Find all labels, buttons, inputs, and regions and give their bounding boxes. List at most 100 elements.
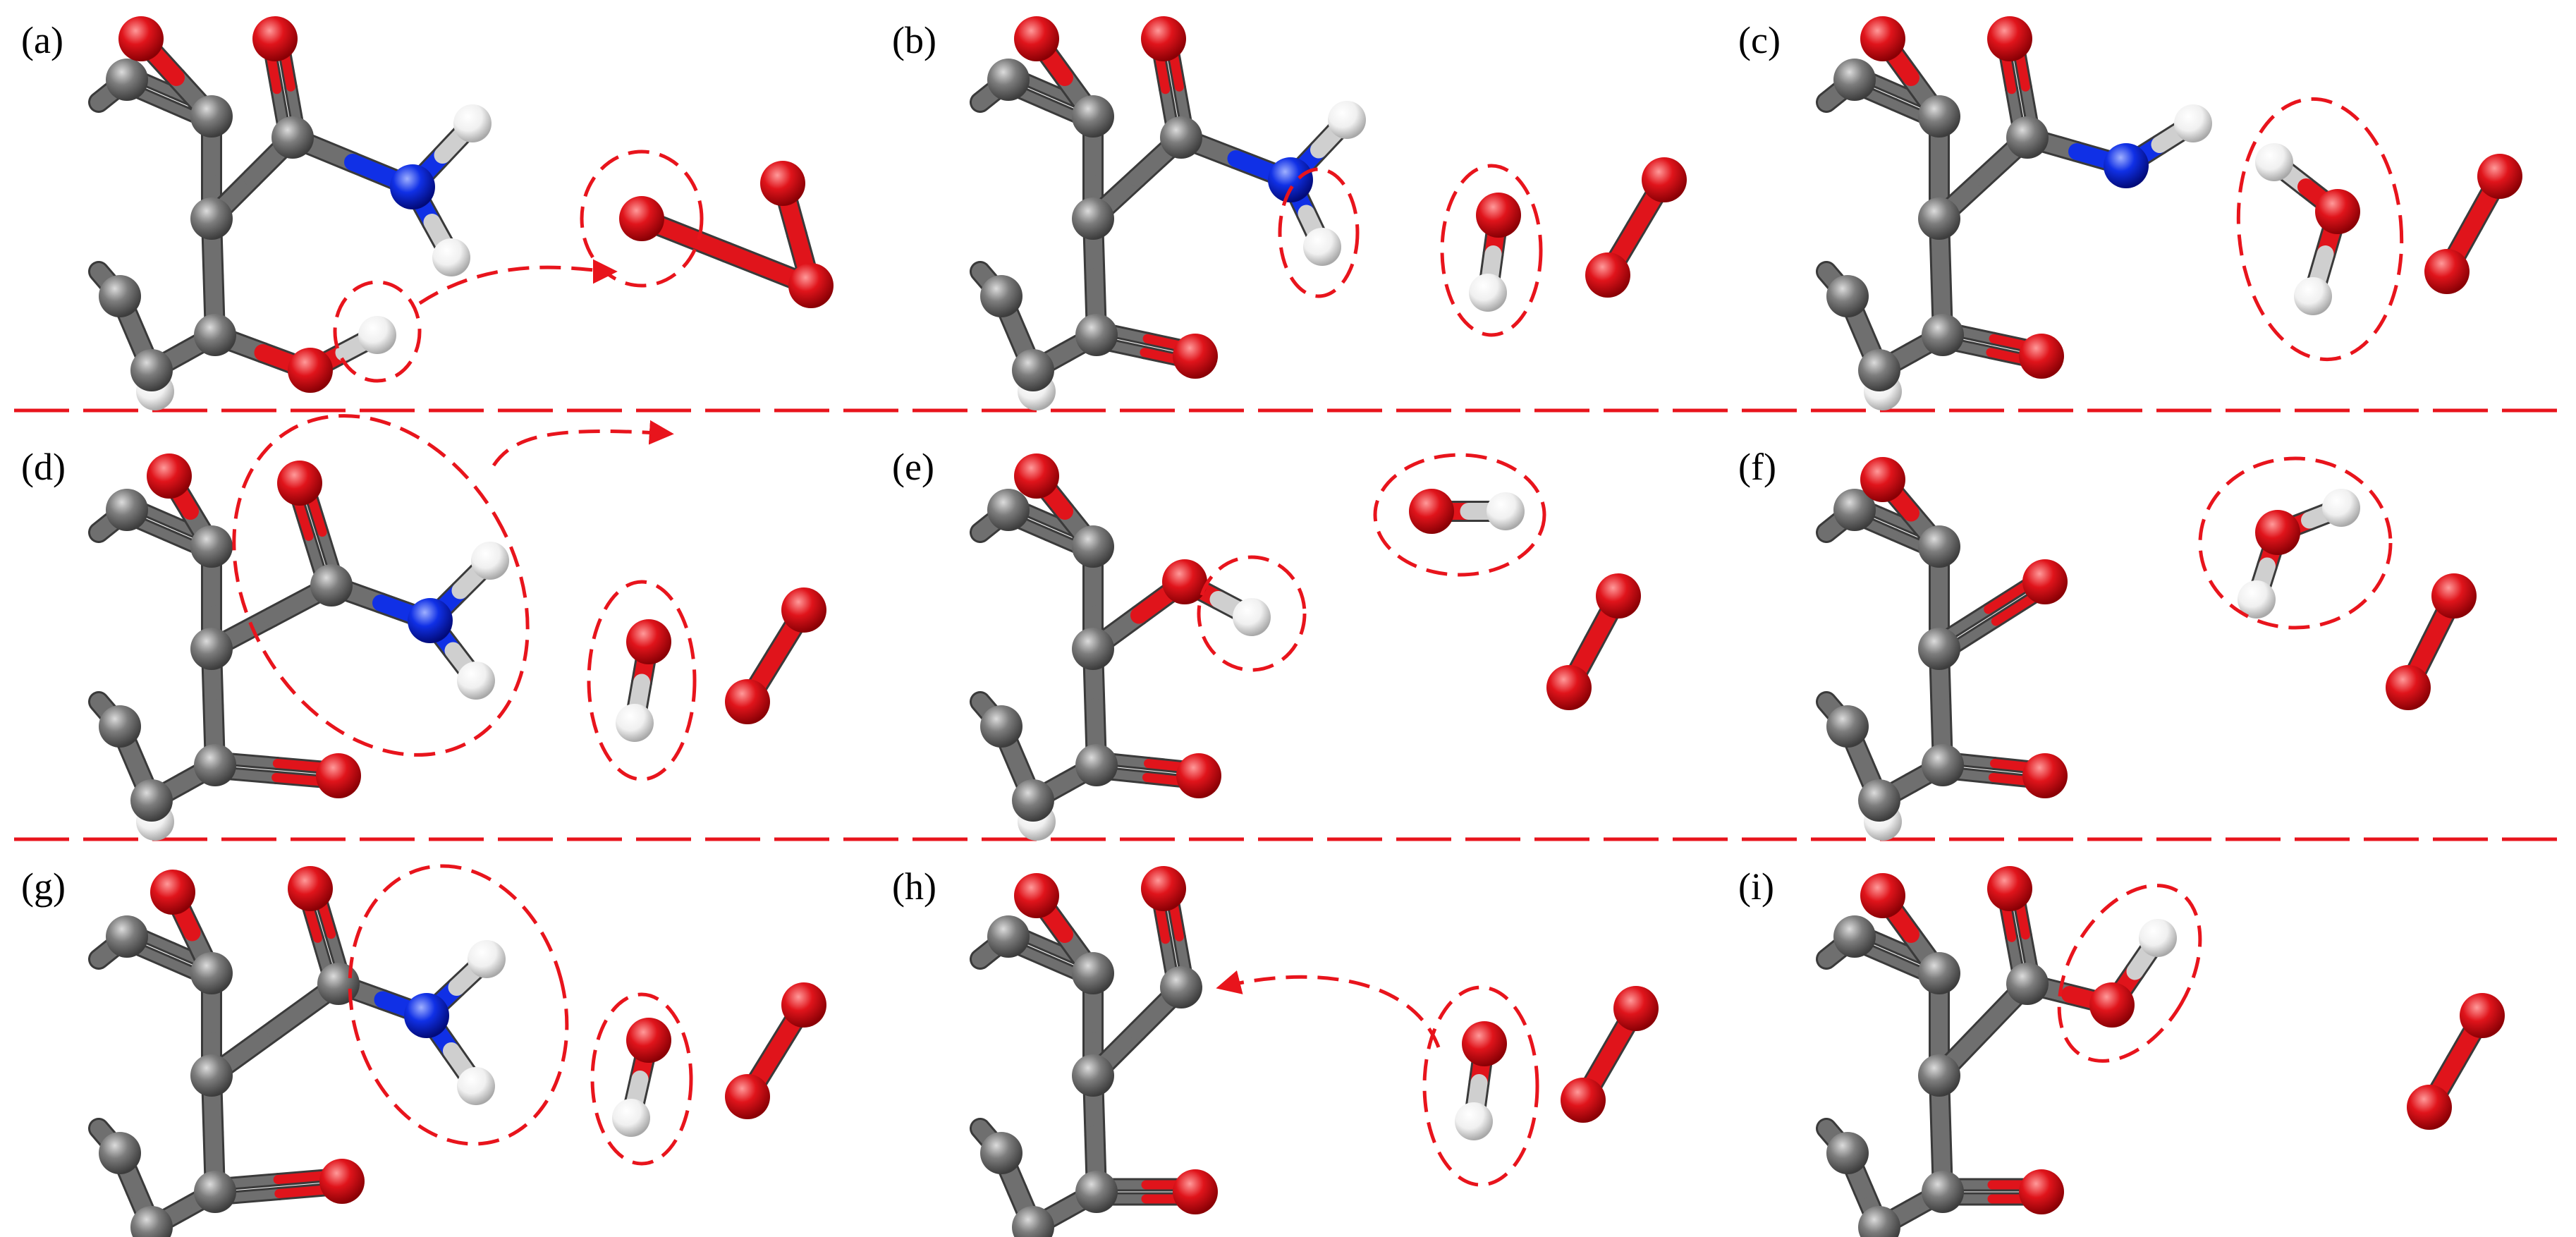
panel-g: (g) [21, 864, 826, 1237]
carbon-atom [99, 1132, 141, 1174]
oxygen-atom [1642, 157, 1687, 202]
oxygen-atom [2019, 1169, 2064, 1214]
hydrogen-atom [1487, 492, 1525, 530]
oxygen-atom [277, 461, 322, 506]
oxygen-atom [2424, 249, 2470, 294]
oxygen-atom [1162, 559, 1207, 604]
carbon-atom [106, 489, 148, 531]
panel-label: (g) [21, 865, 66, 908]
oxygen-atom [1561, 1078, 1606, 1123]
oxygen-atom [1476, 193, 1521, 238]
oxygen-atom [288, 866, 333, 911]
dashed-highlight-ellipse [232, 414, 530, 757]
carbon-atom [2006, 116, 2049, 159]
oxygen-atom [781, 982, 826, 1028]
panel-b: (b) [892, 16, 1687, 410]
carbon-atom [1160, 966, 1202, 1009]
carbon-atom [1072, 628, 1114, 670]
dashed-highlight-ellipse [348, 864, 569, 1146]
oxygen-atom [2386, 665, 2431, 710]
panel-label: (h) [892, 865, 936, 908]
oxygen-atom [288, 348, 333, 393]
oxygen-atom [2019, 334, 2064, 379]
oxygen-atom [252, 16, 298, 61]
nitrogen-atom [390, 164, 435, 209]
nitrogen-atom [1268, 157, 1313, 202]
carbon-atom [1922, 744, 1964, 786]
nitrogen-atom [2104, 143, 2149, 188]
oxygen-atom [725, 1074, 770, 1119]
hydrogen-atom [453, 104, 492, 142]
panel-i: (i) [1738, 865, 2505, 1237]
carbon-atom [1858, 779, 1900, 822]
hydrogen-atom [612, 1099, 650, 1137]
oxygen-atom [2089, 982, 2135, 1028]
oxygen-atom [150, 870, 195, 915]
carbon-atom [1160, 116, 1202, 159]
hydrogen-atom [457, 1067, 495, 1105]
carbon-atom [980, 1132, 1023, 1174]
hydrogen-atom [1328, 101, 1366, 139]
oxygen-atom [760, 161, 805, 206]
carbon-atom [987, 489, 1030, 531]
oxygen-atom [619, 196, 664, 241]
hydrogen-atom [2322, 489, 2360, 527]
panel-f: (f) [1738, 446, 2477, 841]
hydrogen-atom [2238, 580, 2276, 618]
dashed-highlight-ellipse [1440, 164, 1543, 337]
carbon-atom [1072, 1054, 1114, 1097]
carbon-atom [1012, 349, 1054, 391]
dashed-highlight-ellipse [587, 580, 697, 781]
oxygen-atom [1596, 573, 1641, 618]
panel-label: (f) [1738, 446, 1776, 488]
oxygen-atom [1173, 1169, 1218, 1214]
carbon-atom [1833, 915, 1876, 958]
oxygen-atom [788, 263, 834, 308]
hydrogen-atom [1303, 228, 1341, 266]
carbon-atom [1922, 314, 1964, 356]
oxygen-atom [1173, 334, 1218, 379]
panel-label: (i) [1738, 865, 1774, 908]
carbon-atom [1075, 1171, 1118, 1213]
carbon-atom [317, 963, 360, 1005]
nitrogen-atom [404, 993, 449, 1038]
carbon-atom [99, 705, 141, 748]
carbon-atom [194, 314, 236, 356]
carbon-atom [1072, 197, 1114, 240]
carbon-atom [310, 564, 353, 607]
carbon-atom [987, 59, 1030, 101]
oxygen-atom [1014, 453, 1059, 499]
panel-h: (h) [892, 865, 1659, 1237]
oxygen-atom [1987, 866, 2032, 911]
oxygen-atom [1860, 457, 1905, 502]
carbon-atom [1072, 952, 1114, 994]
carbon-atom [1826, 705, 1869, 748]
nitrogen-atom [408, 598, 453, 643]
carbon-atom [2006, 963, 2049, 1005]
carbon-atom [980, 705, 1023, 748]
oxygen-atom [781, 587, 826, 633]
carbon-atom [190, 525, 233, 568]
carbon-atom [194, 1171, 236, 1213]
dashed-arrow [492, 420, 674, 467]
dashed-arrow [1216, 970, 1441, 1048]
carbon-atom [1075, 744, 1118, 786]
oxygen-atom [1546, 665, 1592, 710]
oxygen-atom [1176, 753, 1221, 798]
oxygen-atom [1860, 16, 1905, 61]
oxygen-atom [1462, 1021, 1507, 1066]
carbon-atom [106, 59, 148, 101]
carbon-atom [1918, 525, 1960, 568]
carbon-atom [980, 275, 1023, 317]
carbon-atom [1833, 489, 1876, 531]
hydrogen-atom [1455, 1102, 1493, 1140]
hydrogen-atom [2139, 919, 2177, 957]
hydrogen-atom [2294, 277, 2332, 315]
carbon-atom [1826, 275, 1869, 317]
carbon-atom [1918, 952, 1960, 994]
carbon-atom [194, 744, 236, 786]
carbon-atom [1833, 59, 1876, 101]
carbon-atom [1858, 349, 1900, 391]
panel-label: (e) [892, 446, 934, 488]
